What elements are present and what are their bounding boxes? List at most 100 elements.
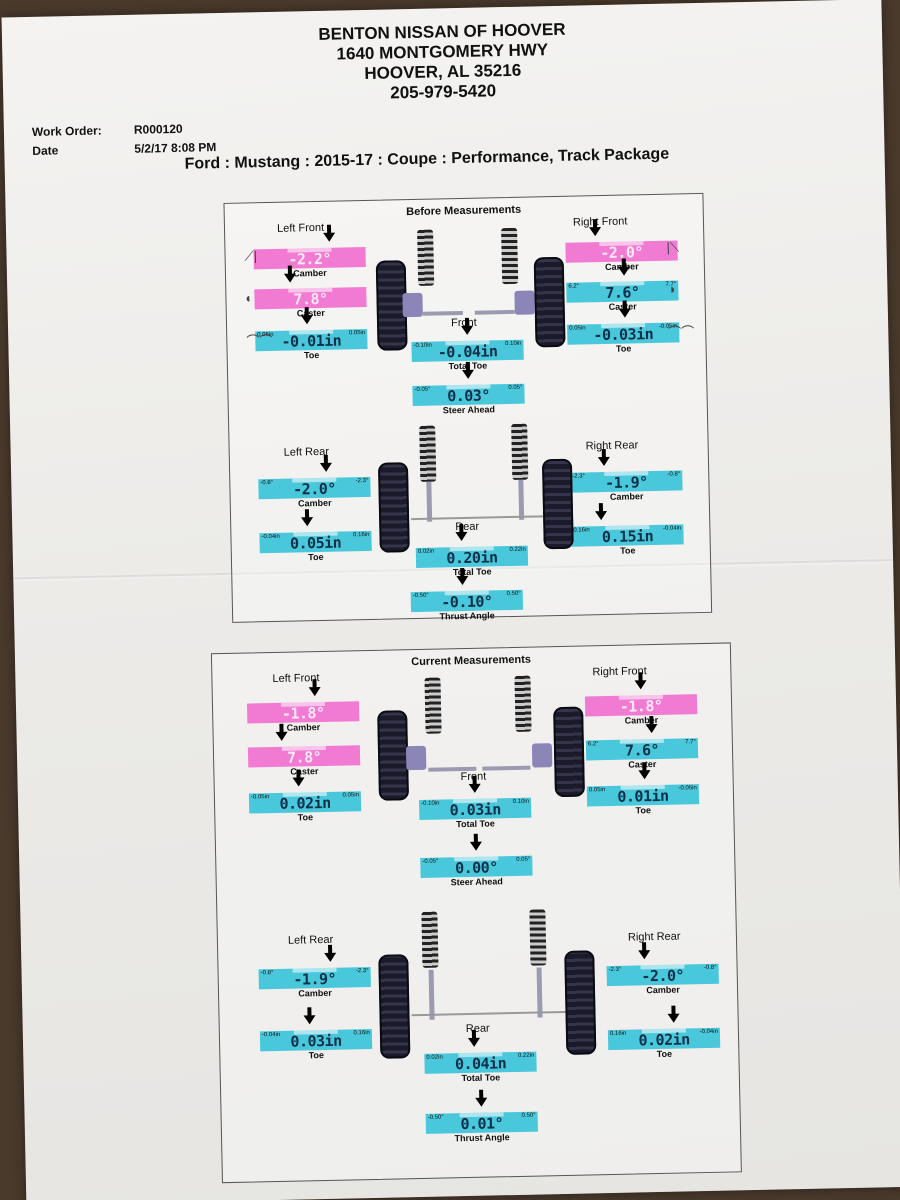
right-rear-tire: [542, 459, 574, 550]
steer-ahead-value: 0.03°: [412, 386, 524, 406]
steer-ahead-readout: -0.05° 0.05° 0.03° Steer Ahead: [412, 384, 525, 416]
rr-toe-value: 0.15in: [571, 526, 683, 546]
rf-caster-value: 7.6°: [586, 740, 698, 760]
rf-toe-value: 0.01in: [587, 786, 699, 806]
rear-total-toe-value: 0.04in: [424, 1054, 536, 1074]
rear-total-toe-value: 0.20in: [416, 548, 528, 568]
thrust-angle-readout: -0.50° 0.50° 0.01° Thrust Angle: [426, 1112, 539, 1144]
rf-caster-bar: 6.2° 7.7° 7.6°: [586, 738, 698, 760]
lf-caster-value: 7.8°: [248, 747, 360, 767]
rear-total-toe-bar: 0.02in 0.22in 0.20in: [416, 546, 528, 568]
lr-camber-value: -1.9°: [259, 969, 371, 989]
rr-toe-readout: 0.16in -0.04in 0.02in Toe: [608, 1028, 721, 1060]
right-front-control-arm: [475, 310, 515, 315]
front-total-toe-bar: -0.10in 0.10in 0.03in: [419, 798, 531, 820]
lr-toe-readout: -0.04in 0.16in 0.05in Toe: [259, 531, 372, 563]
lf-toe-value: 0.02in: [249, 793, 361, 813]
left-front-control-arm: [423, 311, 463, 316]
rf-toe-readout: 0.05in -0.05in 0.01in Toe: [587, 784, 700, 816]
lf-camber-value: -1.8°: [247, 703, 359, 723]
rr-toe-bar: 0.16in -0.04in 0.15in: [571, 524, 683, 546]
caster-diagram-icon: ◑: [667, 282, 675, 297]
left-rear-strut: [426, 482, 432, 522]
rr-camber-readout: -2.3° -0.8° -1.9° Camber: [570, 470, 683, 502]
right-front-hub: [514, 290, 534, 314]
left-front-spring: [424, 678, 441, 734]
right-rear-label: Right Rear: [628, 931, 681, 944]
left-front-hub: [406, 746, 426, 770]
lf-caster-bar: 7.8°: [254, 287, 366, 309]
lr-toe-value: 0.03in: [260, 1031, 372, 1051]
lf-camber-bar: -2.2°: [253, 247, 365, 269]
left-front-spring: [417, 230, 434, 286]
right-rear-spring: [529, 909, 546, 965]
right-rear-strut: [518, 480, 524, 520]
rf-camber-bar: -1.8°: [585, 694, 697, 716]
lr-toe-value: 0.05in: [259, 533, 371, 553]
panel-title: Current Measurements: [212, 649, 730, 672]
thrust-angle-value: -0.10°: [411, 592, 523, 612]
front-total-toe-readout: -0.10in 0.10in 0.03in Total Toe: [419, 798, 532, 830]
right-front-tire: [534, 257, 566, 348]
front-total-toe-value: -0.04in: [411, 342, 523, 362]
rr-camber-bar: -2.3° -0.8° -1.9°: [570, 470, 682, 492]
caster-diagram-icon: ◐: [245, 290, 253, 305]
left-rear-label: Left Rear: [284, 446, 329, 459]
rf-camber-value: -1.8°: [585, 696, 697, 716]
thrust-angle-value: 0.01°: [426, 1114, 538, 1134]
left-front-tire: [377, 710, 409, 801]
lr-camber-bar: -0.8° -2.3° -1.9°: [259, 967, 371, 989]
rr-camber-value: -2.0°: [607, 966, 719, 986]
front-total-toe-value: 0.03in: [419, 800, 531, 820]
thrust-angle-bar: -0.50° 0.50° 0.01°: [426, 1112, 538, 1134]
right-rear-label: Right Rear: [586, 439, 639, 452]
rr-camber-value: -1.9°: [570, 472, 682, 492]
lf-toe-readout: -0.05in 0.05in 0.02in Toe: [249, 791, 362, 823]
right-rear-spring: [511, 424, 528, 480]
front-total-toe-bar: -0.10in 0.10in -0.04in: [411, 340, 523, 362]
rr-toe-bar: 0.16in -0.04in 0.02in: [608, 1028, 720, 1050]
rr-camber-readout: -2.3° -0.8° -2.0° Camber: [607, 964, 720, 996]
date-label: Date: [32, 140, 134, 161]
lr-toe-bar: -0.04in 0.16in 0.05in: [259, 531, 371, 553]
rear-total-toe-bar: 0.02in 0.22in 0.04in: [424, 1052, 536, 1074]
dealer-header: BENTON NISSAN OF HOOVER 1640 MONTGOMERY …: [302, 19, 584, 105]
vehicle-description: Ford : Mustang : 2015-17 : Coupe : Perfo…: [184, 146, 669, 174]
rf-toe-bar: 0.05in -0.05in -0.03in: [567, 322, 679, 344]
right-rear-strut: [537, 967, 543, 1017]
steer-ahead-bar: -0.05° 0.05° 0.03°: [412, 384, 524, 406]
left-rear-label: Left Rear: [288, 934, 333, 947]
toe-diagram-icon: ⌒⌒: [246, 330, 272, 350]
rr-toe-readout: 0.16in -0.04in 0.15in Toe: [571, 524, 684, 556]
thrust-angle-bar: -0.50° 0.50° -0.10°: [411, 590, 523, 612]
left-rear-spring: [419, 426, 436, 482]
camber-diagram-icon: ⟋|: [244, 248, 257, 264]
rr-toe-value: 0.02in: [608, 1030, 720, 1050]
lr-toe-readout: -0.04in 0.16in 0.03in Toe: [260, 1029, 373, 1061]
lr-camber-readout: -0.8° -2.3° -2.0° Camber: [258, 477, 371, 509]
rr-camber-bar: -2.3° -0.8° -2.0°: [607, 964, 719, 986]
lf-camber-value: -2.2°: [253, 249, 365, 269]
work-order-value: R000120: [134, 120, 183, 140]
steer-ahead-readout: -0.05° 0.05° 0.00° Steer Ahead: [420, 856, 533, 888]
lr-camber-readout: -0.8° -2.3° -1.9° Camber: [259, 967, 372, 999]
left-rear-tire: [378, 954, 410, 1059]
right-front-tire: [553, 707, 585, 798]
right-rear-tire: [564, 950, 596, 1055]
lr-camber-bar: -0.8° -2.3° -2.0°: [258, 477, 370, 499]
lf-toe-bar: -0.05in 0.05in 0.02in: [249, 791, 361, 813]
left-rear-spring: [421, 912, 438, 968]
rf-toe-readout: 0.05in -0.05in -0.03in Toe: [567, 322, 680, 354]
toe-diagram-icon: ⌒⌒: [668, 321, 694, 341]
left-front-hub: [402, 293, 422, 317]
steer-ahead-bar: -0.05° 0.05° 0.00°: [420, 856, 532, 878]
right-front-hub: [532, 743, 552, 767]
lf-camber-readout: -1.8° Camber: [247, 701, 360, 733]
before-measurements-panel: Before Measurements Left Front Right Fro…: [223, 193, 712, 623]
camber-diagram-icon: |⟍: [666, 239, 679, 255]
lr-camber-value: -2.0°: [258, 479, 370, 499]
steer-ahead-value: 0.00°: [420, 858, 532, 878]
lf-caster-bar: 7.8°: [248, 745, 360, 767]
lf-caster-value: 7.8°: [254, 289, 366, 309]
